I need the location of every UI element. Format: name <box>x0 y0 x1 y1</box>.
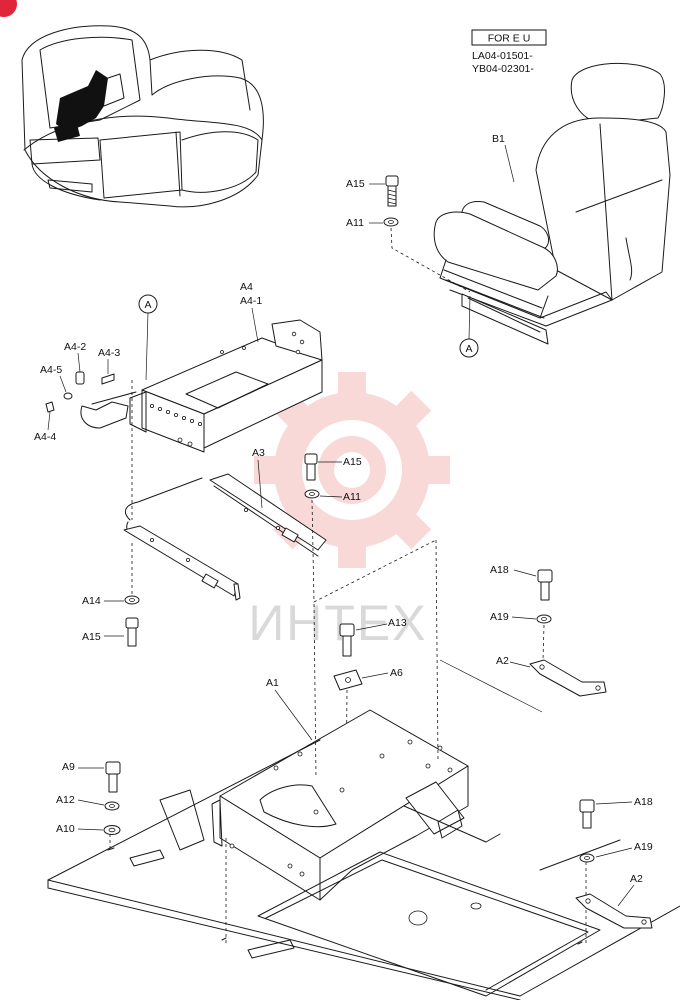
washer-a12 <box>104 801 120 811</box>
ref-mark-a-bracket: A <box>138 294 158 381</box>
for-eu-box <box>471 29 547 46</box>
label-a15-mid: A15 <box>343 456 362 468</box>
bolt-a18-low <box>579 799 595 829</box>
watermark-gear-logo <box>254 372 450 568</box>
washer-a14 <box>124 595 140 605</box>
label-a11-mid: A11 <box>343 491 361 503</box>
label-a18-low: A18 <box>634 796 653 808</box>
ref-mark-a-seat: A <box>459 295 479 358</box>
label-a11-top: A11 <box>346 217 364 229</box>
label-a4-3: A4-3 <box>98 347 120 359</box>
plate-a6 <box>333 669 363 691</box>
label-a15-top: A15 <box>346 178 365 190</box>
seat-b1-drawing <box>433 62 671 345</box>
washer-a19-top <box>536 614 552 624</box>
washer-a11-mid <box>304 489 320 499</box>
label-a19-low: A19 <box>634 841 653 853</box>
label-a12: A12 <box>56 794 75 806</box>
label-a9: A9 <box>62 761 75 773</box>
serial-number-2: YB04-02301- <box>472 63 534 75</box>
lever-a4-sub-parts <box>45 371 137 429</box>
svg-text:A: A <box>465 343 472 355</box>
label-a15-low: A15 <box>82 631 101 643</box>
slide-rail-a3-drawing <box>123 473 327 601</box>
label-a2-low: A2 <box>630 873 643 885</box>
label-a4-4: A4-4 <box>34 431 56 443</box>
seat-stand-a1-drawing <box>211 709 469 901</box>
label-a19-top: A19 <box>490 611 509 623</box>
corner-badge-icon <box>0 0 17 17</box>
bracket-a2-low <box>575 893 653 929</box>
label-a4: A4 <box>240 281 253 293</box>
label-a4-5: A4-5 <box>40 364 62 376</box>
label-a14: A14 <box>82 595 101 607</box>
bolt-a9 <box>105 761 121 793</box>
for-eu-label: FOR E U <box>488 33 531 45</box>
label-a4-2: A4-2 <box>64 341 86 353</box>
label-a10: A10 <box>56 823 75 835</box>
serial-number-1: LA04-01501- <box>472 50 533 62</box>
label-a13: A13 <box>388 617 407 629</box>
floor-plate-drawing <box>47 739 680 1000</box>
bolt-a15-top <box>385 175 399 207</box>
bolt-a15-mid <box>304 453 318 481</box>
washer-a10 <box>103 825 121 835</box>
washer-a11-top <box>383 217 399 227</box>
svg-text:A: A <box>144 299 151 311</box>
bolt-a13 <box>339 623 355 657</box>
label-a2-top: A2 <box>496 655 509 667</box>
label-a1: A1 <box>266 677 279 689</box>
label-a4-1: A4-1 <box>240 295 262 307</box>
label-a3: A3 <box>252 447 265 459</box>
label-b1: B1 <box>492 133 505 145</box>
washer-a19-low <box>579 853 595 863</box>
seat-bracket-a4-drawing <box>129 319 323 453</box>
watermark-text: ИНТЕХ <box>248 595 427 651</box>
label-a18-top: A18 <box>490 564 509 576</box>
machine-location-inset <box>21 25 264 208</box>
bracket-a2-top <box>529 659 607 697</box>
bolt-a15-low <box>125 617 139 647</box>
label-a6: A6 <box>390 667 403 679</box>
bolt-a18-top <box>537 569 553 601</box>
